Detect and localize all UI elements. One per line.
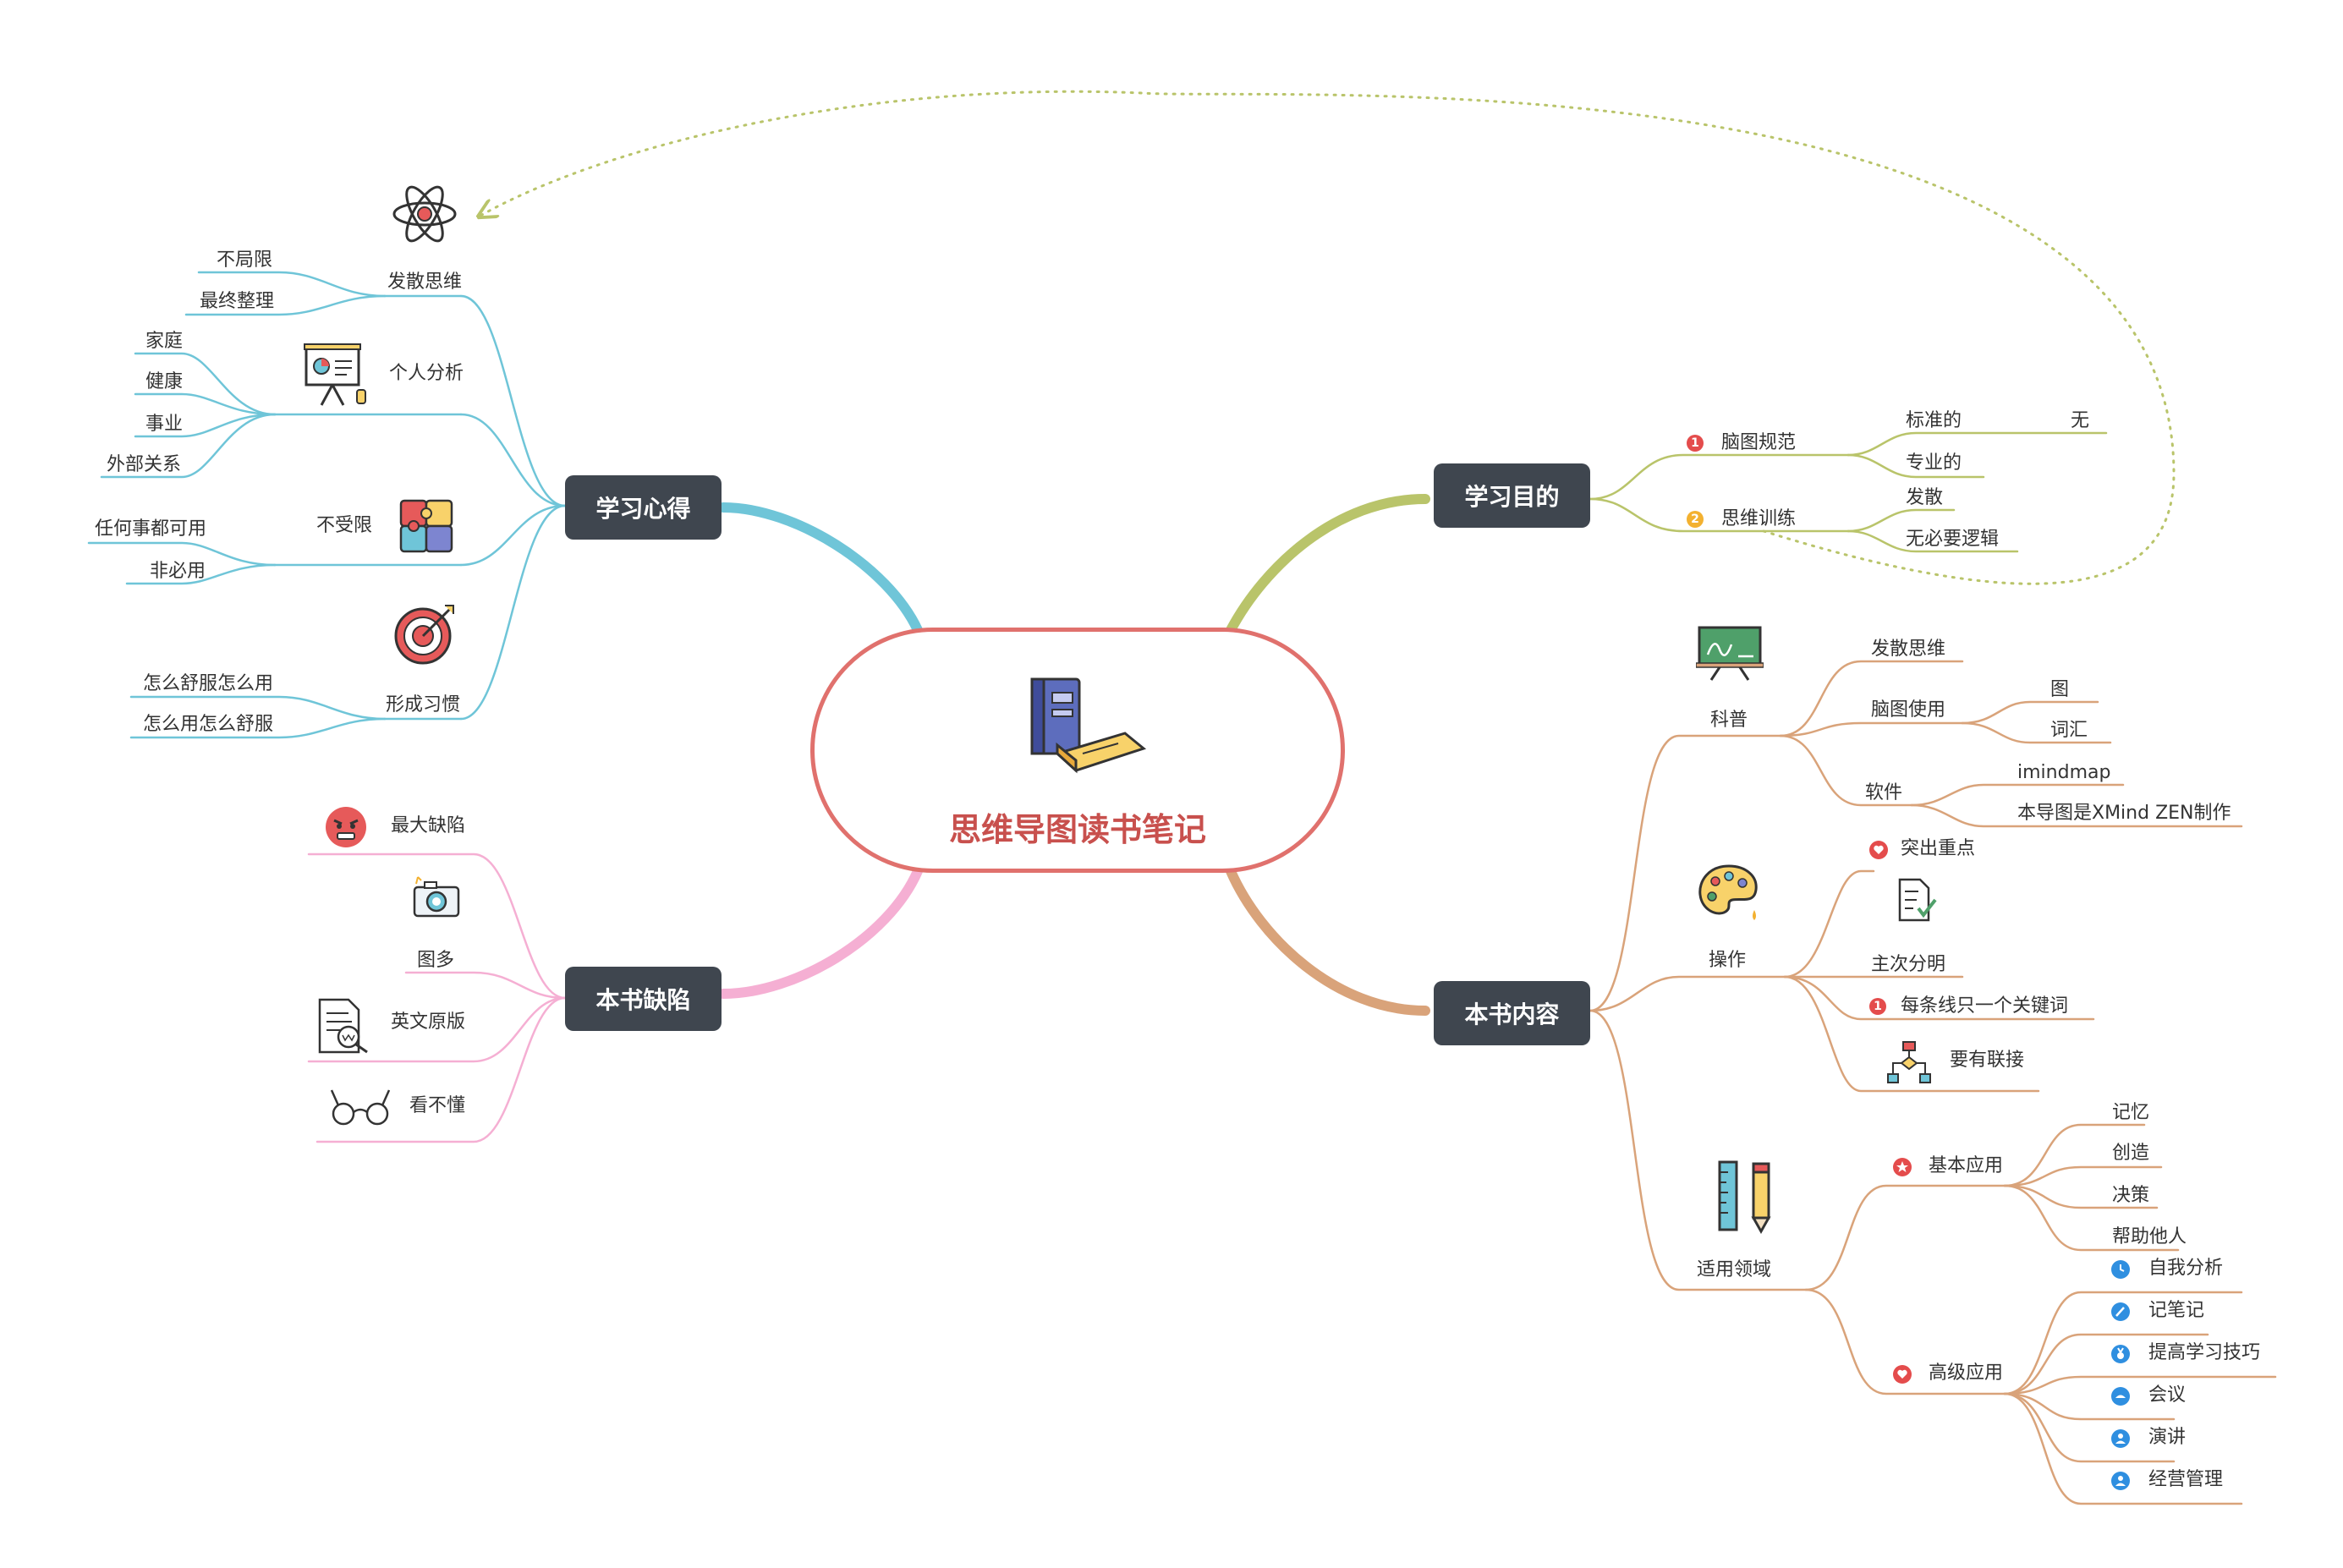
medal-icon [2111,1345,2130,1363]
learn-personal-0[interactable]: 家庭 [145,331,184,352]
purpose-train-0[interactable]: 发散 [1906,487,1944,508]
learn-diverge[interactable]: 发散思维 [387,271,463,293]
meeting-icon [2111,1387,2130,1406]
purpose-norm-0[interactable]: 标准的 [1906,410,1962,431]
learn-diverge-0[interactable]: 不局限 [217,249,273,271]
science-1-0[interactable]: 图 [2050,679,2070,700]
science-2-1[interactable]: 本导图是XMind ZEN制作 [2017,803,2231,824]
palette-icon [1698,864,1758,920]
domain-advanced-2[interactable]: 提高学习技巧 [2148,1342,2261,1363]
target-icon [394,605,454,665]
domain-advanced-3[interactable]: 会议 [2148,1384,2187,1406]
pen-icon [2111,1302,2130,1321]
learn-habit-0[interactable]: 怎么舒服怎么用 [143,673,274,694]
blackboard-icon [1696,626,1764,681]
document-search-icon [318,998,368,1054]
flaw-1[interactable]: 图多 [417,950,455,971]
heart-icon [1869,841,1888,859]
learn-personal-2[interactable]: 事业 [145,414,184,435]
operate-0[interactable]: 突出重点 [1901,838,1976,859]
domain-basic-2[interactable]: 决策 [2112,1185,2150,1206]
science-2[interactable]: 软件 [1865,782,1903,803]
domain-basic-3[interactable]: 帮助他人 [2112,1226,2187,1247]
flaw-0[interactable]: 最大缺陷 [391,815,466,836]
central-title: 思维导图读书笔记 [948,811,1206,848]
domain-advanced[interactable]: 高级应用 [1929,1362,2004,1384]
camera-icon [413,876,460,918]
presentation-board-icon [304,343,366,406]
learn-habit[interactable]: 形成习惯 [386,694,461,715]
content-science[interactable]: 科普 [1710,710,1748,731]
glasses-icon [330,1089,391,1126]
domain-advanced-5[interactable]: 经营管理 [2148,1469,2224,1490]
learn-unlimited-0[interactable]: 任何事都可用 [95,518,207,540]
puzzle-icon [399,499,453,553]
science-2-0[interactable]: imindmap [2017,762,2111,783]
person-icon [2111,1472,2130,1490]
ruler-pencil-icon [1718,1160,1771,1235]
learn-diverge-1[interactable]: 最终整理 [200,291,275,312]
learn-personal-1[interactable]: 健康 [145,371,184,392]
domain-basic[interactable]: 基本应用 [1929,1155,2004,1176]
purpose-train-1[interactable]: 无必要逻辑 [1906,529,2000,550]
purpose-train[interactable]: 思维训练 [1721,508,1797,529]
domain-basic-0[interactable]: 记忆 [2112,1102,2150,1123]
operate-2[interactable]: 每条线只一个关键词 [1901,995,2069,1017]
science-1[interactable]: 脑图使用 [1871,699,1946,721]
angry-face-icon [326,807,366,847]
purpose-norm-sub[interactable]: 无 [2071,410,2090,431]
purpose-norm-1[interactable]: 专业的 [1906,452,1962,474]
topic-purpose[interactable]: 学习目的 [1434,463,1590,528]
person-icon [2111,1429,2130,1448]
priority-1-icon: 1 [1869,998,1886,1015]
domain-advanced-1[interactable]: 记笔记 [2148,1300,2205,1321]
purpose-norm[interactable]: 脑图规范 [1721,432,1797,453]
topic-flaws[interactable]: 本书缺陷 [565,967,722,1031]
learn-unlimited-1[interactable]: 非必用 [150,561,206,582]
learn-personal[interactable]: 个人分析 [389,363,464,384]
learn-habit-1[interactable]: 怎么用怎么舒服 [143,714,274,735]
topic-content[interactable]: 本书内容 [1434,981,1590,1045]
flowchart-icon [1887,1041,1931,1083]
operate-1[interactable]: 主次分明 [1871,954,1946,975]
checklist-icon [1898,878,1937,922]
science-0[interactable]: 发散思维 [1871,639,1946,660]
domain-advanced-0[interactable]: 自我分析 [2148,1258,2224,1279]
priority-2-icon: 2 [1687,511,1704,528]
content-domain[interactable]: 适用领域 [1697,1259,1772,1280]
domain-advanced-4[interactable]: 演讲 [2148,1427,2187,1448]
atom-icon [392,185,457,243]
operate-3[interactable]: 要有联接 [1950,1050,2025,1071]
flaw-2[interactable]: 英文原版 [391,1012,466,1033]
domain-basic-1[interactable]: 创造 [2112,1143,2150,1164]
science-1-1[interactable]: 词汇 [2050,720,2088,741]
clock-icon [2111,1260,2130,1279]
flaw-3[interactable]: 看不懂 [409,1095,466,1116]
topic-learning[interactable]: 学习心得 [565,475,722,540]
priority-1-icon: 1 [1687,435,1704,452]
learn-personal-3[interactable]: 外部关系 [107,454,182,475]
books-icon [1030,677,1147,774]
content-operate[interactable]: 操作 [1709,950,1747,971]
learn-unlimited[interactable]: 不受限 [316,515,373,536]
heart-icon [1893,1365,1912,1384]
star-icon [1893,1158,1912,1176]
